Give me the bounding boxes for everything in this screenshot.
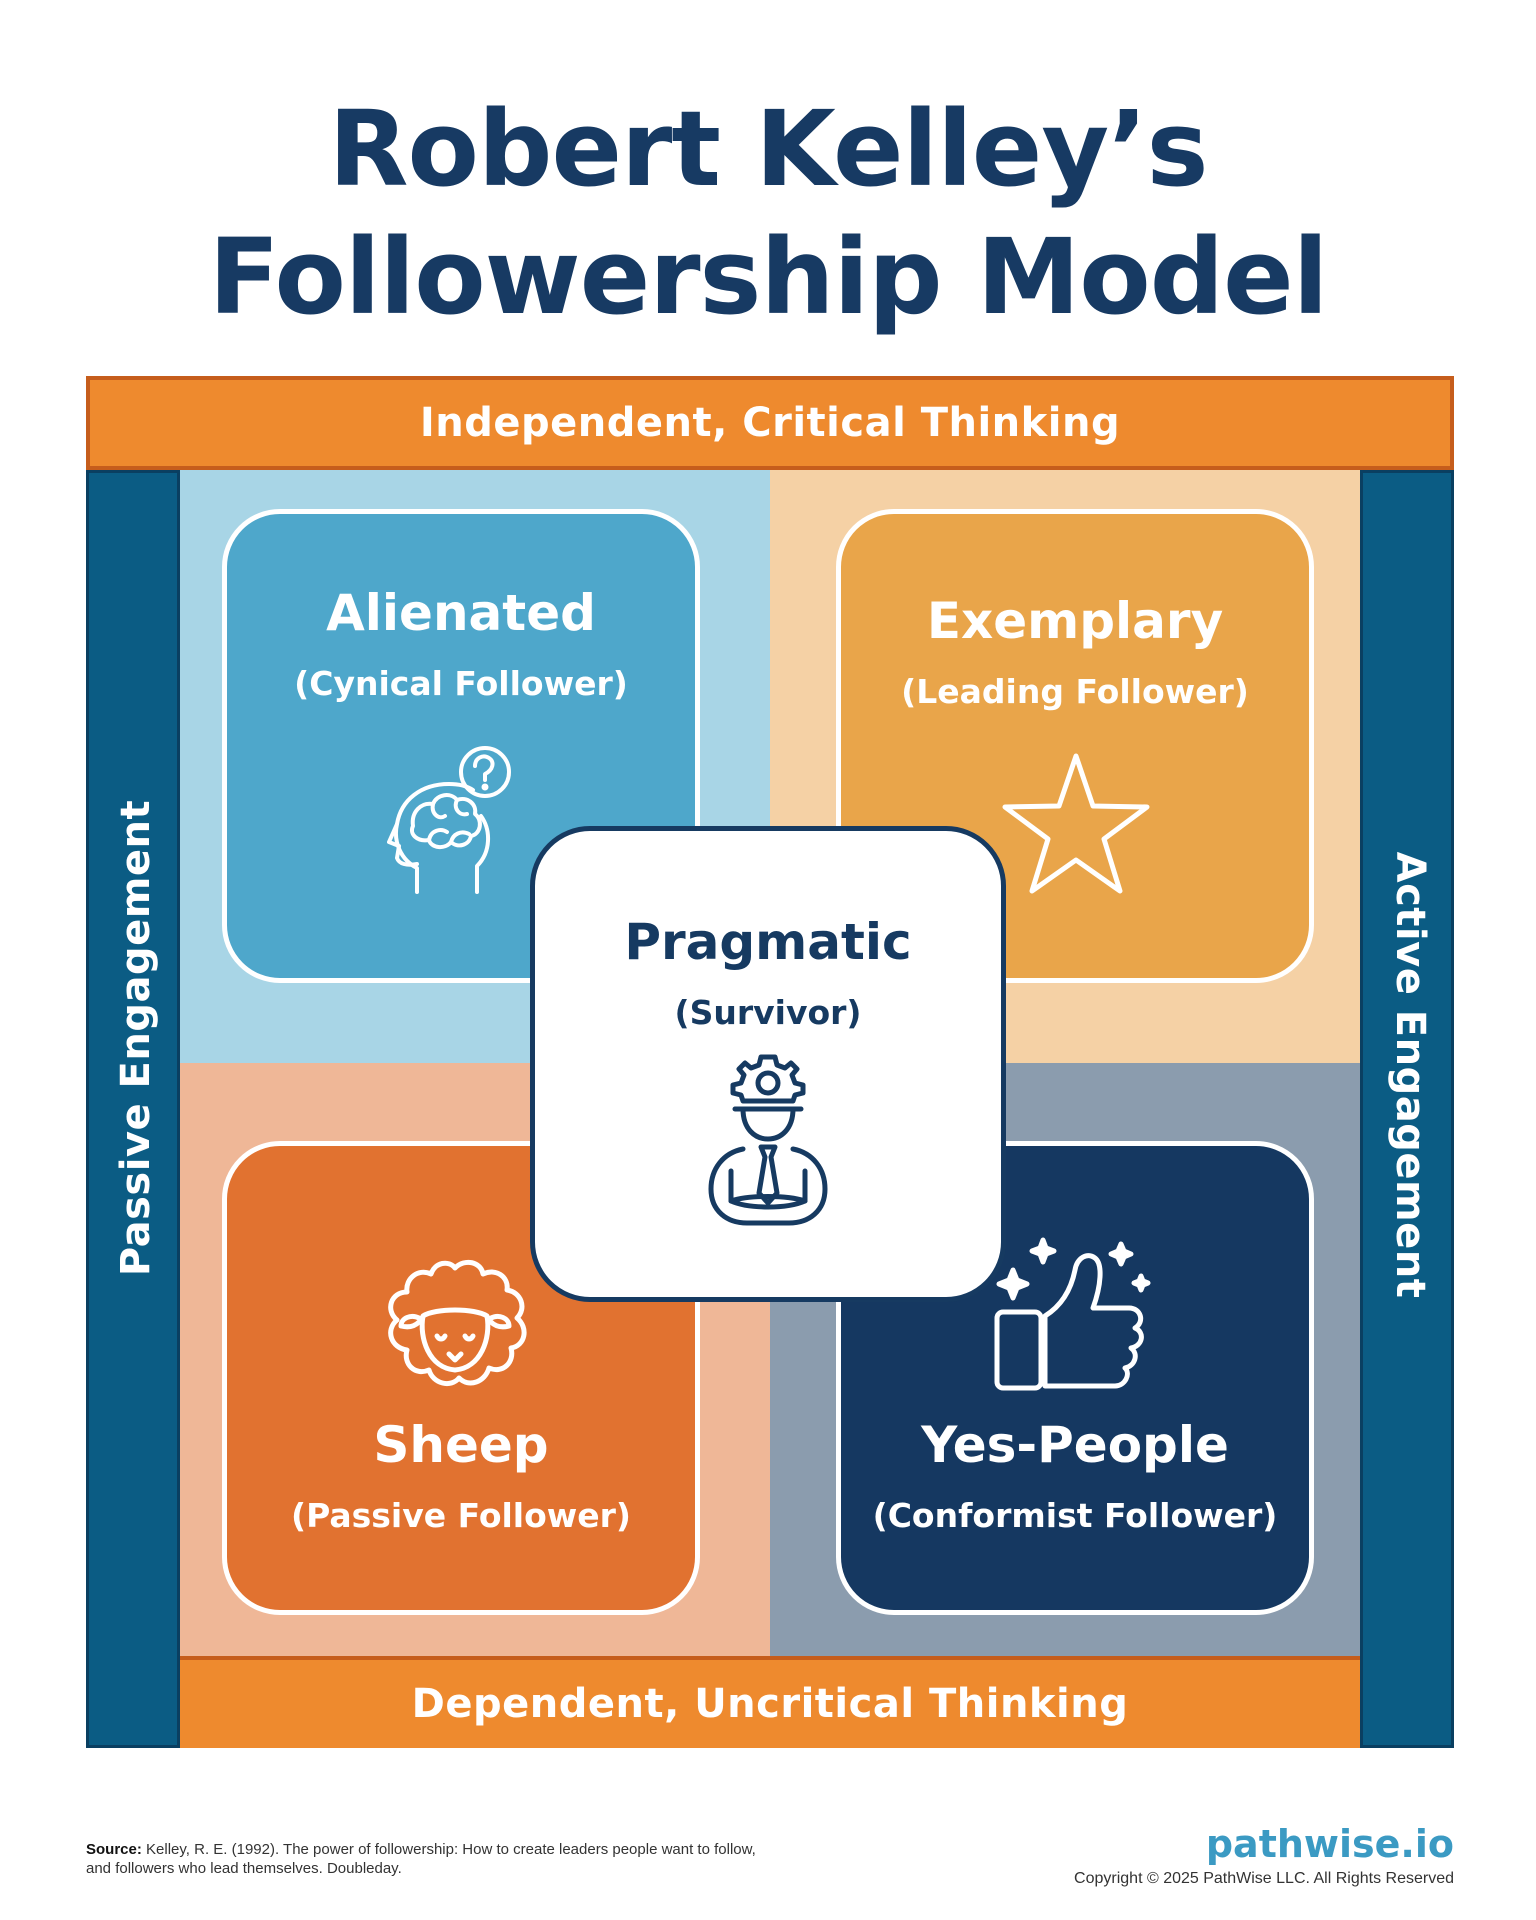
worker-icon [708,1054,828,1226]
source-text: Kelley, R. E. (1992). The power of follo… [86,1841,756,1877]
copyright-text: Copyright © 2025 PathWise LLC. All Right… [1074,1870,1454,1887]
card-pragmatic-subtitle: (Survivor) [674,993,862,1032]
source-label: Source: [86,1841,142,1858]
card-sheep-title: Sheep [373,1416,549,1474]
axis-bottom-bar: Dependent, Uncritical Thinking [180,1656,1360,1748]
source-citation: Source: Kelley, R. E. (1992). The power … [86,1840,766,1878]
sheep-icon [388,1259,527,1387]
star-icon [1002,753,1150,894]
axis-top-label: Independent, Critical Thinking [419,400,1121,446]
card-pragmatic-title: Pragmatic [624,913,912,971]
brain-question-icon [387,746,511,894]
axis-top-bar: Independent, Critical Thinking [86,376,1454,470]
axis-left-label: Passive Engagement [113,799,159,1277]
card-sheep-subtitle: (Passive Follower) [290,1496,632,1535]
brand-logo[interactable]: pathwise.io [1205,1822,1454,1866]
axis-bottom-label: Dependent, Uncritical Thinking [411,1681,1129,1727]
card-pragmatic: Pragmatic (Survivor) [530,826,1006,1302]
card-yes-people-title: Yes-People [921,1416,1229,1474]
thumbs-up-icon [994,1237,1151,1391]
axis-left-bar: Passive Engagement [86,470,180,1748]
axis-right-bar: Active Engagement [1360,470,1454,1748]
card-exemplary-title: Exemplary [926,592,1224,650]
card-alienated-title: Alienated [326,584,596,642]
card-alienated-subtitle: (Cynical Follower) [294,664,628,703]
card-exemplary-subtitle: (Leading Follower) [901,672,1249,711]
followership-matrix: Independent, Critical Thinking Passive E… [86,376,1454,1748]
page-title: Robert Kelley’s Followership Model [0,85,1536,341]
title-line-2: Followership Model [208,216,1329,338]
title-line-1: Robert Kelley’s [328,88,1208,210]
card-yes-people-subtitle: (Conformist Follower) [872,1496,1278,1535]
axis-right-label: Active Engagement [1387,851,1433,1299]
